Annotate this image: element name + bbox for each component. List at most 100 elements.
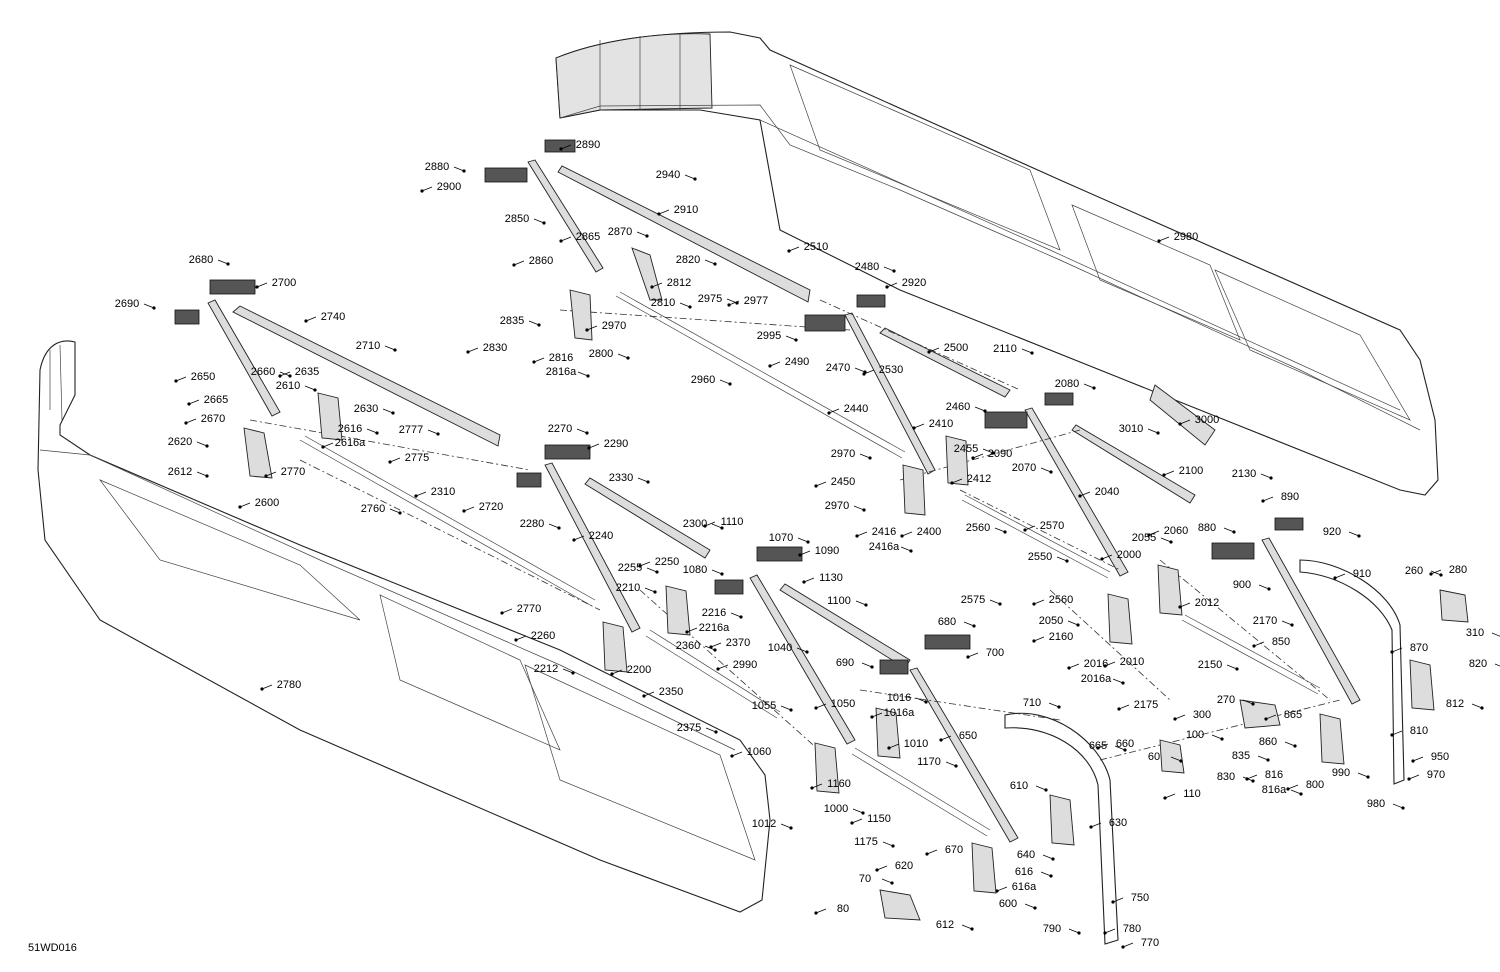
leader-line xyxy=(797,537,809,543)
leader-dot xyxy=(1220,737,1224,741)
leader-dot xyxy=(814,706,818,710)
leader-dot xyxy=(205,444,209,448)
leader-dot xyxy=(375,431,379,435)
leader-line xyxy=(963,621,975,627)
leader-dot xyxy=(1121,945,1125,949)
leader-dot xyxy=(1178,422,1182,426)
callout-label: 816a xyxy=(1262,784,1287,796)
leader-line xyxy=(728,300,740,306)
leader-line xyxy=(717,664,729,670)
leader-line xyxy=(1391,647,1403,653)
callout-label: 830 xyxy=(1217,771,1235,783)
leader-dot xyxy=(688,305,692,309)
leader-dot xyxy=(187,402,191,406)
leader-line xyxy=(1112,678,1124,684)
leader-line xyxy=(780,705,792,711)
leader-dot xyxy=(638,564,642,568)
leader-dot xyxy=(264,474,268,478)
leader-line xyxy=(586,325,598,331)
leader-dot xyxy=(805,650,809,654)
callout-label: 780 xyxy=(1123,923,1141,935)
leader-dot xyxy=(862,372,866,376)
callout-label: 612 xyxy=(936,919,954,931)
callout-label: 620 xyxy=(895,860,913,872)
callout-label: 2530 xyxy=(879,364,903,376)
callout-label: 2070 xyxy=(1012,462,1036,474)
leader-line xyxy=(560,144,572,150)
leader-line xyxy=(853,505,865,511)
callout-label: 2970 xyxy=(831,448,855,460)
leader-dot xyxy=(559,239,563,243)
leader-dot xyxy=(1078,494,1082,498)
leader-line xyxy=(684,174,696,180)
callout-label: 640 xyxy=(1017,849,1035,861)
leader-line xyxy=(1494,663,1500,667)
leader-line xyxy=(644,587,656,593)
callout-label: 2212 xyxy=(534,663,558,675)
callout-label: 870 xyxy=(1410,642,1428,654)
leader-line xyxy=(1223,527,1235,533)
leader-line xyxy=(305,316,317,322)
leader-line xyxy=(256,282,268,288)
leader-line xyxy=(710,642,722,648)
callout-label: 770 xyxy=(1141,937,1159,949)
callout-label: 910 xyxy=(1353,568,1371,580)
callout-label: 2010 xyxy=(1120,656,1144,668)
leader-dot xyxy=(1103,931,1107,935)
callout-label: 2416a xyxy=(869,541,900,553)
callout-label: 790 xyxy=(1043,923,1061,935)
leader-dot xyxy=(1100,557,1104,561)
leader-line xyxy=(719,379,731,385)
callout-label: 110 xyxy=(1183,788,1201,800)
leader-dot xyxy=(657,212,661,216)
leader-line xyxy=(389,457,401,463)
leader-line xyxy=(637,477,649,483)
callout-label: 2975 xyxy=(698,293,722,305)
leader-line xyxy=(704,521,716,527)
leader-dot xyxy=(1251,779,1255,783)
leader-dot xyxy=(466,350,470,354)
leader-dot xyxy=(885,285,889,289)
leader-line xyxy=(803,577,815,583)
leader-line xyxy=(1164,793,1176,799)
callout-label: 2255 xyxy=(618,562,642,574)
leader-line xyxy=(926,849,938,855)
leader-line xyxy=(1104,928,1116,934)
leader-line xyxy=(876,865,888,871)
callout-label: 2110 xyxy=(993,343,1017,355)
callout-label: 2970 xyxy=(602,320,626,332)
leader-line xyxy=(562,668,574,674)
leader-line xyxy=(415,491,427,497)
leader-dot xyxy=(972,624,976,628)
callout-label: 650 xyxy=(959,730,977,742)
callout-label: 2600 xyxy=(255,497,279,509)
leader-line xyxy=(886,282,898,288)
leader-line xyxy=(972,453,984,459)
leader-line xyxy=(982,448,994,454)
callout-label: 970 xyxy=(1427,769,1445,781)
leader-dot xyxy=(1261,499,1265,503)
callout-label: 2680 xyxy=(189,254,213,266)
leader-line xyxy=(1040,871,1052,877)
leader-line xyxy=(304,385,316,391)
leader-dot xyxy=(912,426,916,430)
leader-dot xyxy=(1439,573,1443,577)
callout-label: 2630 xyxy=(354,403,378,415)
leader-dot xyxy=(966,655,970,659)
leader-dot xyxy=(1407,777,1411,781)
leader-dot xyxy=(1103,664,1107,668)
leader-dot xyxy=(260,687,264,691)
callout-label: 2310 xyxy=(431,486,455,498)
callout-label: 2216 xyxy=(702,607,726,619)
leader-dot xyxy=(1269,476,1273,480)
callout-label: 2900 xyxy=(437,181,461,193)
leader-line xyxy=(588,443,600,449)
leader-dot xyxy=(728,382,732,386)
leader-dot xyxy=(1390,650,1394,654)
leader-dot xyxy=(1163,796,1167,800)
leader-dot xyxy=(739,615,743,619)
callout-label: 1040 xyxy=(768,642,792,654)
callout-label: 2865 xyxy=(576,231,600,243)
leader-dot xyxy=(870,665,874,669)
